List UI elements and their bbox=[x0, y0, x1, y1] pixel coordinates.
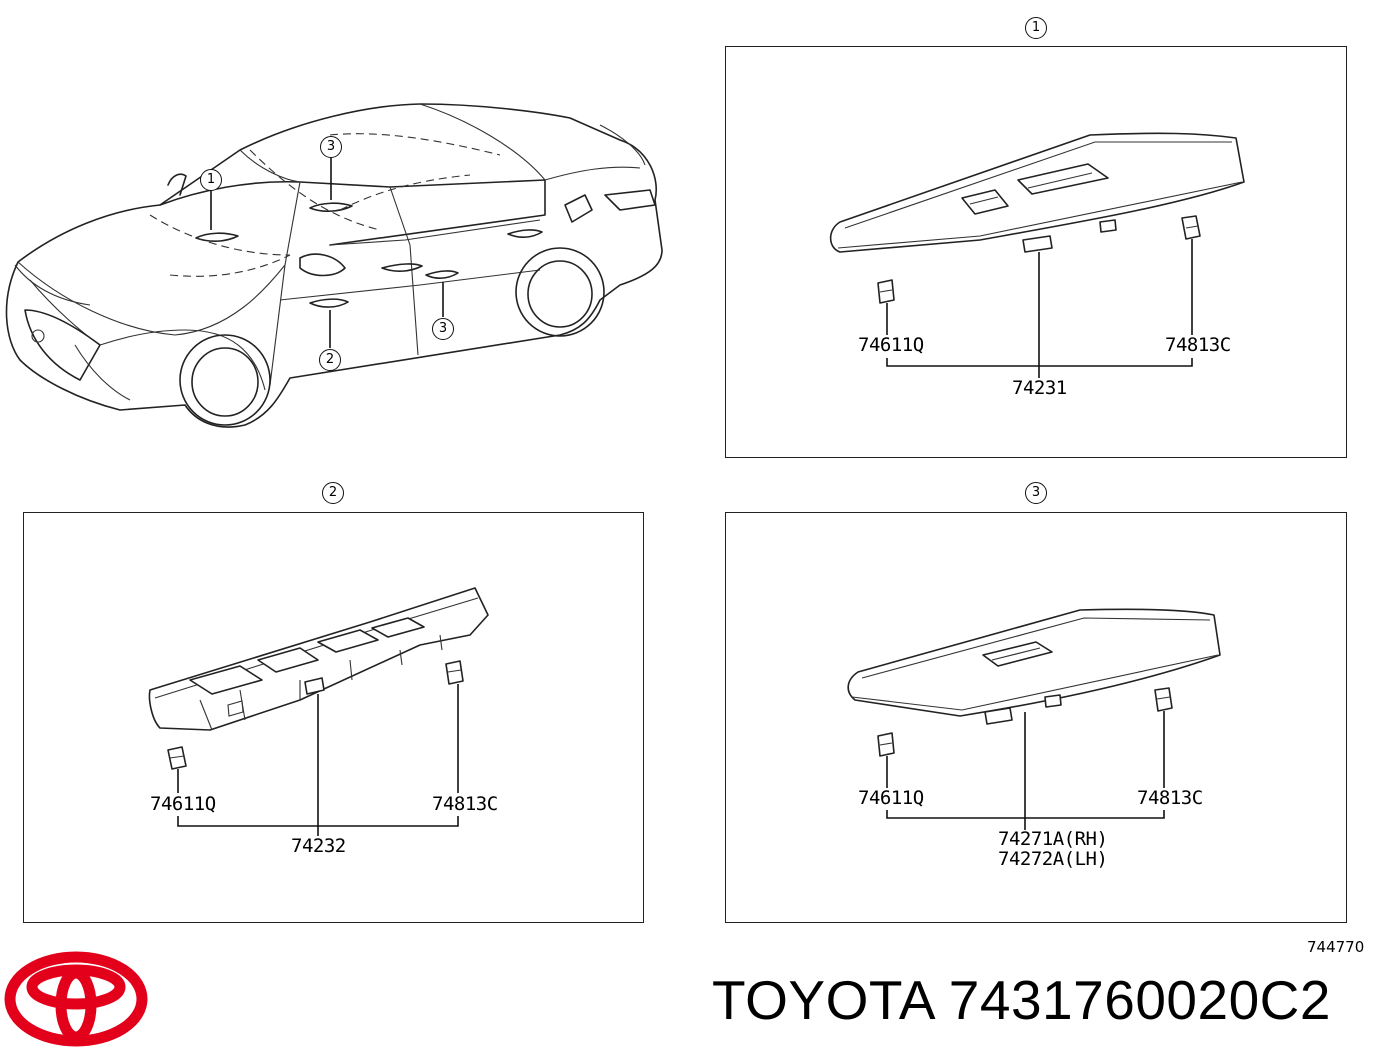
panel-3-assembly-rh-label: 74271A(RH) bbox=[998, 828, 1108, 850]
panel-1-clip-right-label: 74813C bbox=[1165, 334, 1231, 356]
panel-2-frame bbox=[23, 512, 644, 923]
panel-2-clip-left-label: 74611Q bbox=[150, 793, 216, 815]
panel-1-clip-left-label: 74611Q bbox=[858, 334, 924, 356]
panel-1-frame bbox=[725, 46, 1347, 458]
panel-1-callout: 1 bbox=[1025, 17, 1047, 39]
illustration-number: 744770 bbox=[1307, 938, 1365, 956]
panel-3-clip-left-label: 74611Q bbox=[858, 787, 924, 809]
part-number: 7431760020C2 bbox=[948, 969, 1331, 1031]
panel-2-clip-right-label: 74813C bbox=[432, 793, 498, 815]
panel-3-callout: 3 bbox=[1025, 482, 1047, 504]
panel-1-assembly-label: 74231 bbox=[1012, 377, 1067, 399]
car-callout-2: 2 bbox=[319, 349, 341, 371]
brand-name: TOYOTA bbox=[712, 969, 934, 1031]
panel-2-assembly-label: 74232 bbox=[291, 835, 346, 857]
panel-3-frame bbox=[725, 512, 1347, 923]
car-callout-3-rear: 3 bbox=[432, 318, 454, 340]
car-callout-1: 1 bbox=[200, 169, 222, 191]
panel-3-clip-right-label: 74813C bbox=[1137, 787, 1203, 809]
brand-part-number: TOYOTA 7431760020C2 bbox=[712, 968, 1331, 1032]
panel-3-assembly-lh-label: 74272A(LH) bbox=[998, 848, 1108, 870]
car-callout-3-roof: 3 bbox=[320, 136, 342, 158]
panel-2-callout: 2 bbox=[322, 482, 344, 504]
